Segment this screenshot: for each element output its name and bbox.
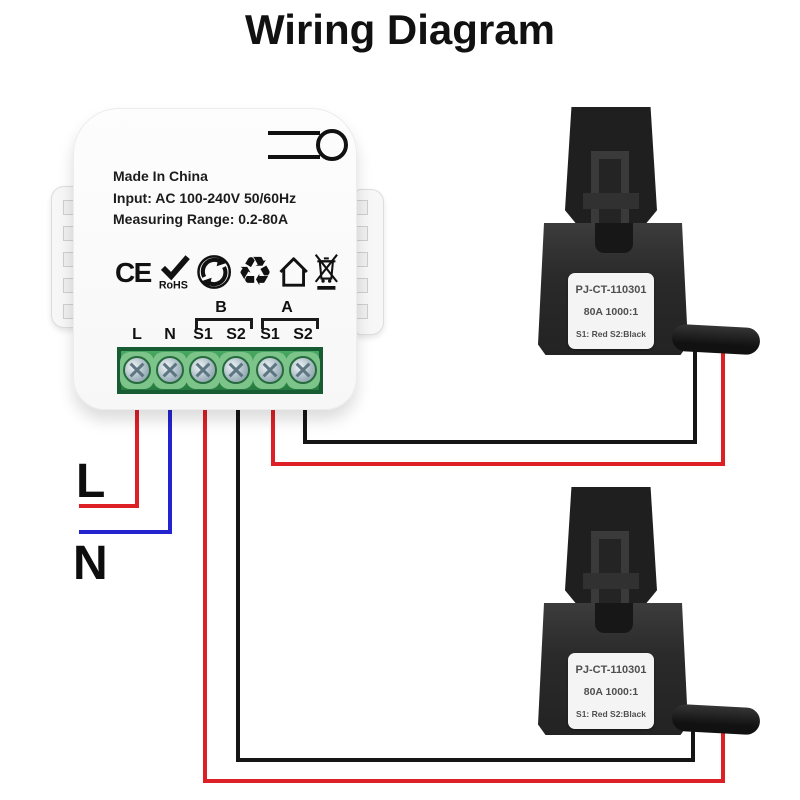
wire-neutral-vertical [168, 405, 172, 534]
keyhole-slot-icon [268, 129, 348, 161]
ct-clamp-2: PJ-CT-110301 80A 1000:1 S1: Red S2:Black [538, 487, 761, 749]
terminal-label-l: L [132, 326, 142, 343]
recycle-icon: ♻ [237, 249, 273, 295]
wire-s2b-vertical [236, 405, 240, 762]
ct2-release-tab [595, 603, 633, 633]
ct1-latch-bar [583, 193, 639, 209]
ct2-latch-bar [583, 573, 639, 589]
weee-crossed-bin-icon [315, 254, 339, 290]
ct2-jaw [565, 487, 657, 607]
terminal-label-s2a: S2 [293, 326, 313, 343]
wire-s1a-vertical [271, 405, 275, 466]
group-a-label: A [281, 299, 293, 316]
group-a-bracket [261, 318, 319, 329]
green-dot-icon [197, 255, 231, 289]
ct1-jaw [565, 107, 657, 227]
terminal-screw-n [156, 356, 184, 384]
ce-mark-icon: CE [115, 257, 153, 288]
wire-s1a-horizontal [271, 462, 725, 466]
ct1-cable [671, 323, 761, 356]
ct1-label: PJ-CT-110301 80A 1000:1 S1: Red S2:Black [568, 273, 654, 349]
device-input-text: Input: AC 100-240V 50/60Hz [113, 189, 297, 206]
wire-s2a-vertical [303, 405, 307, 444]
wire-s1b-horizontal [203, 779, 725, 783]
wire-ct2-black-lead [691, 722, 695, 762]
device-range-text: Measuring Range: 0.2-80A [113, 211, 289, 227]
wire-neutral-horizontal [79, 530, 172, 534]
wire-s2a-horizontal [303, 440, 697, 444]
ct-clamp-1: PJ-CT-110301 80A 1000:1 S1: Red S2:Black [538, 107, 761, 369]
terminal-label-s1a: S1 [260, 326, 280, 343]
terminal-label-n: N [164, 326, 176, 343]
terminal-block [117, 347, 323, 394]
terminal-screw-s1a [256, 356, 284, 384]
ct2-rating-text: 80A 1000:1 [583, 686, 639, 698]
group-b-bracket [195, 318, 253, 329]
wire-s1b-vertical [203, 405, 207, 783]
rohs-check-icon: RoHS [159, 255, 190, 291]
wire-ct1-red-lead [721, 338, 725, 466]
ct1-release-tab [595, 223, 633, 253]
terminal-screw-s1b [189, 356, 217, 384]
wire-ct1-black-lead [693, 345, 697, 444]
ct2-latch [591, 531, 629, 607]
wire-ct2-red-lead [721, 715, 725, 783]
wire-live-horizontal [79, 504, 139, 508]
ct1-leads-text: S1: Red S2:Black [576, 328, 646, 339]
svg-text:RoHS: RoHS [159, 279, 188, 291]
wire-live-vertical [135, 405, 139, 508]
terminal-screw-s2a [289, 356, 317, 384]
svg-text:CE: CE [115, 257, 152, 288]
ct1-model-text: PJ-CT-110301 [575, 283, 647, 296]
live-wire-label: L [76, 455, 106, 508]
ct2-model-text: PJ-CT-110301 [575, 663, 647, 676]
indoor-use-house-icon [279, 257, 308, 287]
terminal-screw-l [123, 356, 151, 384]
page-title: Wiring Diagram [245, 6, 555, 53]
group-b-label: B [215, 299, 227, 316]
ct2-cable [671, 703, 761, 736]
certification-icons: CE RoHS ♻ [115, 248, 339, 296]
terminal-label-s1b: S1 [193, 326, 213, 343]
terminal-screw-s2b [222, 356, 250, 384]
terminal-label-s2b: S2 [226, 326, 246, 343]
ct1-latch [591, 151, 629, 227]
ct2-leads-text: S1: Red S2:Black [576, 708, 646, 719]
ct2-label: PJ-CT-110301 80A 1000:1 S1: Red S2:Black [568, 653, 654, 729]
neutral-wire-label: N [73, 537, 108, 590]
energy-meter-device: Made In China Input: AC 100-240V 50/60Hz… [73, 108, 357, 410]
ct1-rating-text: 80A 1000:1 [583, 306, 639, 318]
wire-s2b-horizontal [236, 758, 695, 762]
device-made-in-text: Made In China [113, 168, 208, 184]
